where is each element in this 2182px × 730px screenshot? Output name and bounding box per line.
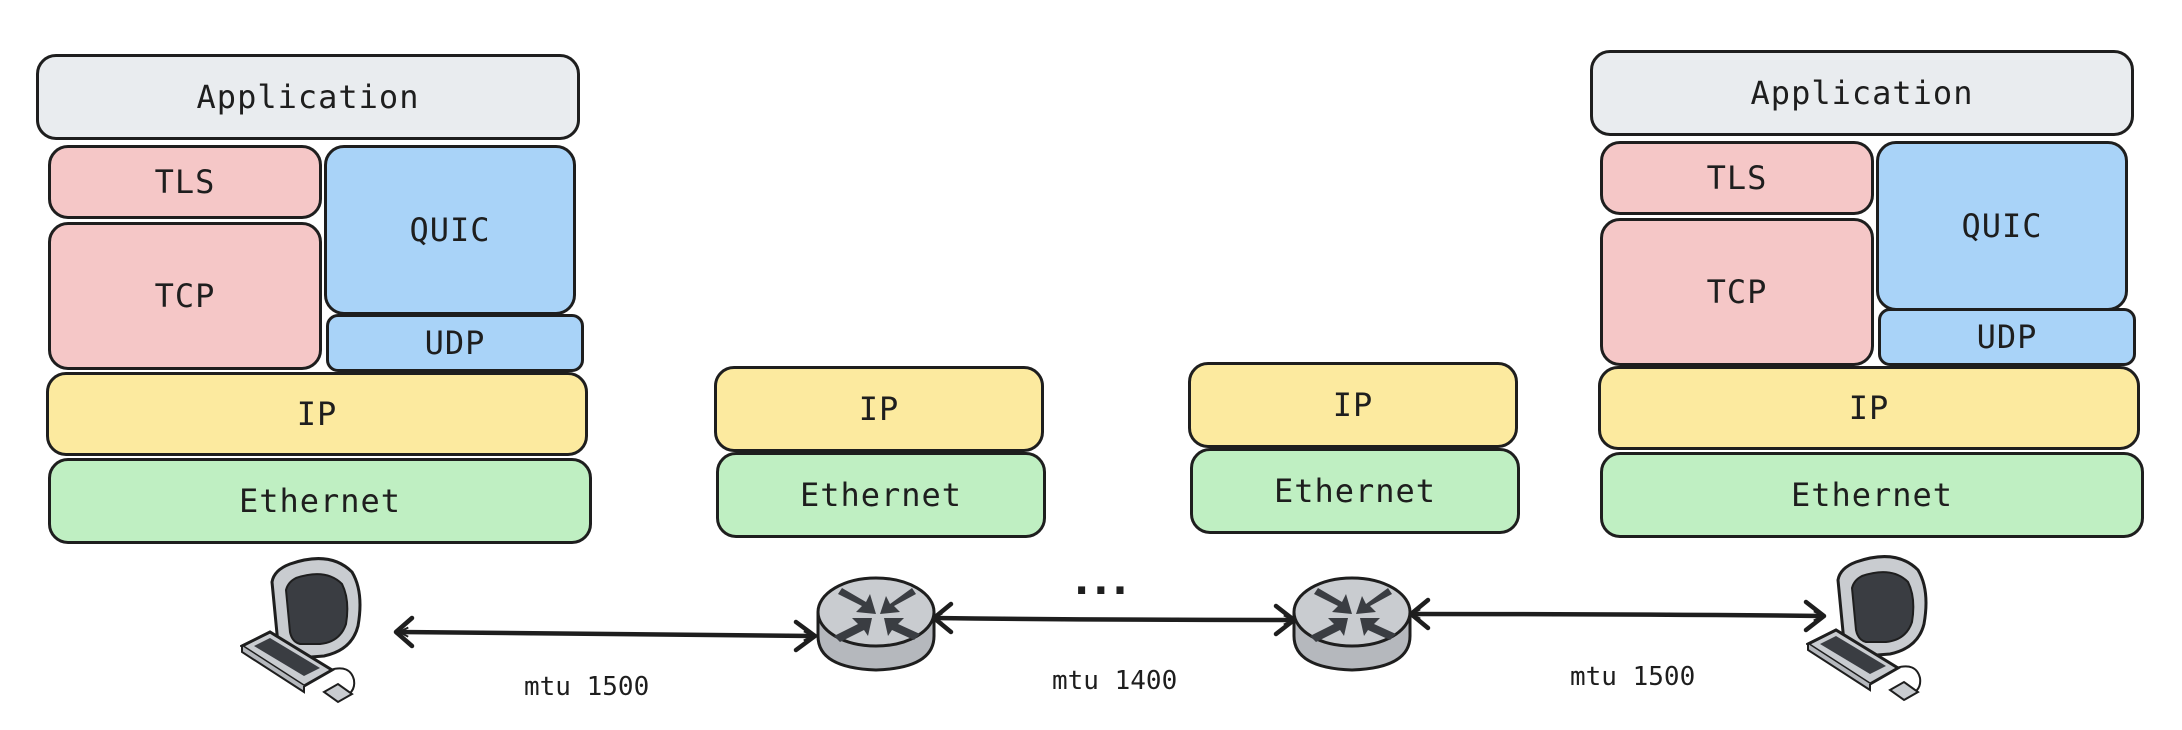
left-udp-layer: UDP [326,314,584,372]
router-icon [816,576,936,672]
link-right-arrow [1409,614,1825,616]
ellipsis-label: ... [1074,558,1132,604]
right-tcp-layer: TCP [1600,218,1874,366]
computer-icon [1806,555,1928,702]
middle-mtu-label: mtu 1400 [1052,666,1178,696]
router2-ip-layer: IP [1188,362,1518,448]
right-mtu-label: mtu 1500 [1570,662,1696,692]
link-left-arrow [397,632,815,636]
router-icon [1292,576,1412,672]
link-middle-arrow [931,618,1295,620]
left-mtu-label: mtu 1500 [524,672,650,702]
left-ip-layer: IP [46,372,588,456]
computer-icon [240,557,362,704]
router1-ip-layer: IP [714,366,1044,452]
